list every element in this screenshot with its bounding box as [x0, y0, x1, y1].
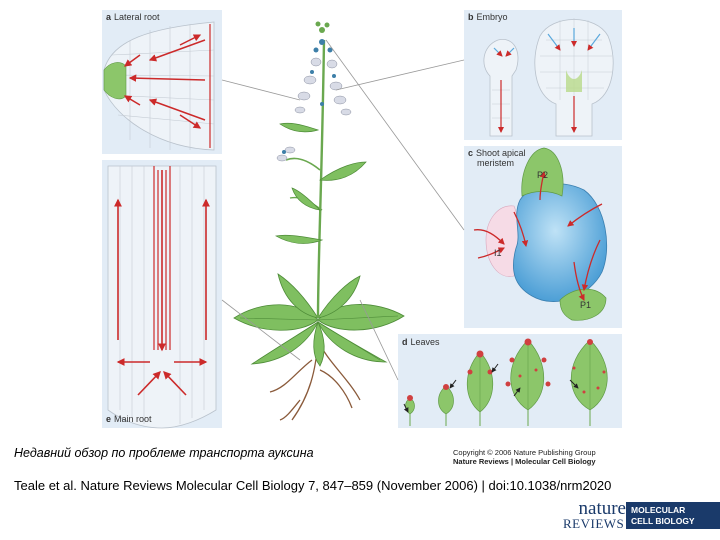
leaves-arrows: [403, 363, 579, 413]
logo-journal-box: MOLECULAR CELL BIOLOGY: [626, 502, 720, 529]
citation: Teale et al. Nature Reviews Molecular Ce…: [14, 478, 612, 493]
journal-line: Nature Reviews | Molecular Cell Biology: [453, 457, 596, 466]
logo-box-line1: MOLECULAR: [631, 505, 686, 515]
main-root-drawing: [107, 165, 217, 429]
slide-caption: Недавний обзор по проблеме транспорта ау…: [14, 446, 314, 460]
copyright-line: Copyright © 2006 Nature Publishing Group: [453, 448, 596, 457]
lateral-root-arrows: [123, 34, 206, 129]
embryo-drawing: [483, 18, 614, 137]
arabidopsis-plant: [233, 21, 405, 421]
logo-reviews: REVIEWS: [563, 516, 625, 531]
primordium-p1-label: P1: [580, 300, 592, 310]
embryo-arrows-red: [498, 80, 577, 133]
connector-lines: [221, 39, 465, 381]
meristem-drawing: [473, 147, 608, 321]
primordium-i1-label: I1: [494, 248, 502, 258]
logo-nature: nature: [578, 498, 626, 519]
leaves-drawing: [403, 338, 608, 426]
inflorescence: [276, 21, 352, 162]
rosette-leaves: [233, 273, 405, 367]
cauline-leaves: [275, 122, 367, 244]
logo-box-line2: CELL BIOLOGY: [631, 516, 695, 526]
main-root-arrows: [114, 170, 210, 396]
meristem-arrows: [473, 170, 603, 301]
copyright-notice: Copyright © 2006 Nature Publishing Group…: [453, 448, 596, 466]
auxin-maxima: [407, 338, 606, 401]
lateral-root-drawing: [103, 21, 215, 151]
primordium-p2-label: P2: [537, 170, 549, 180]
embryo-arrows-blue: [493, 28, 601, 57]
